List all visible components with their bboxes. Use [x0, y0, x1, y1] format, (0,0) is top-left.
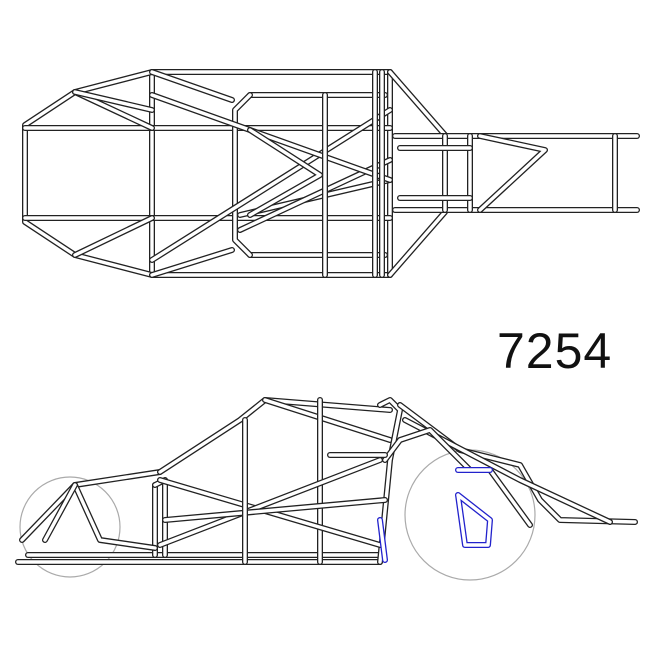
frame-tube — [20, 470, 162, 542]
frame-tube — [158, 458, 382, 547]
frame-tube — [388, 210, 447, 277]
side-view-frame — [15, 397, 638, 581]
frame-tube — [383, 428, 472, 472]
frame-tube — [150, 248, 234, 277]
frame-tube — [150, 93, 392, 182]
frame-tube — [22, 69, 155, 278]
frame-tube — [23, 70, 154, 277]
frame-tube — [73, 90, 154, 112]
frame-tube — [150, 70, 234, 102]
frame-tube — [150, 108, 392, 262]
frame-tube — [73, 216, 154, 257]
frame-tube — [263, 398, 392, 442]
frame-tube — [72, 482, 158, 551]
frame-tube — [378, 398, 402, 564]
frame-tube — [388, 70, 447, 137]
frame-tube — [163, 498, 387, 522]
suspension-bracket — [456, 493, 492, 547]
frame-tube — [233, 93, 252, 257]
frame-tube — [157, 397, 393, 475]
frame-tube — [478, 134, 547, 212]
top-view-frame — [22, 69, 640, 278]
front-wheel-outline — [19, 476, 121, 578]
frame-tube — [158, 398, 392, 474]
suspension-bracket — [378, 518, 387, 562]
frame-tube — [73, 483, 157, 550]
part-number-label: 7254 — [497, 323, 613, 379]
frame-tube — [248, 128, 322, 217]
frame-tube — [488, 468, 532, 527]
frame-tube — [43, 483, 77, 542]
